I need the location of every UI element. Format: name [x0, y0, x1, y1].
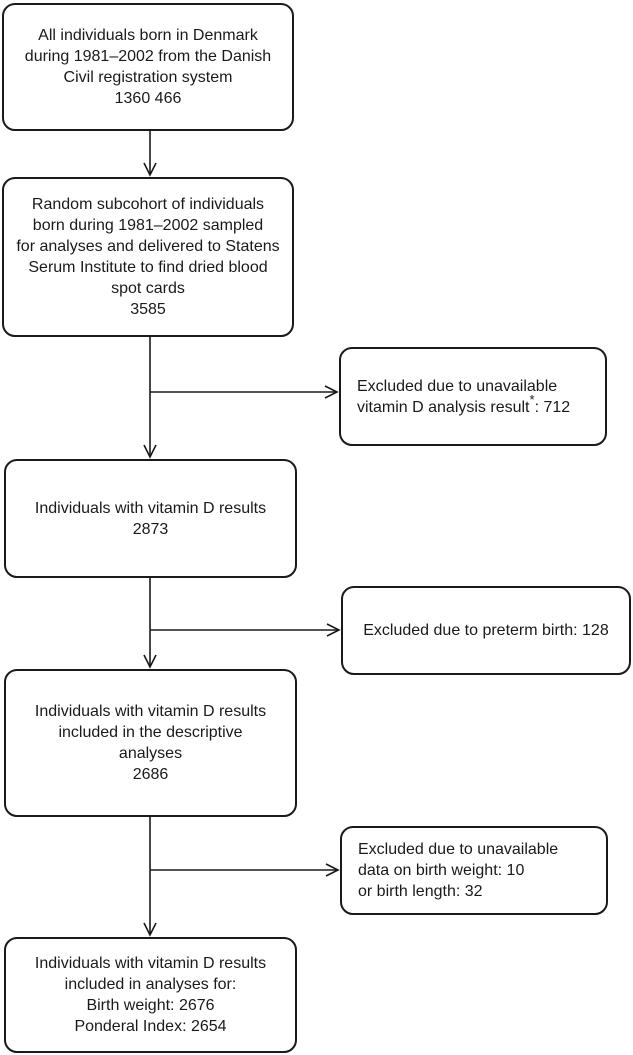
box-line: analyses: [118, 745, 183, 762]
box-line: included in analyses for:: [64, 976, 237, 993]
box-line: for analyses and delivered to Statens: [16, 238, 280, 255]
box-line: during 1981–2002 from the Danish: [24, 48, 272, 65]
footnote-asterisk: *: [529, 392, 535, 408]
box-line: or birth length: 32: [358, 883, 483, 900]
box-line-text: vitamin D analysis result: [357, 398, 530, 416]
box-line: All individuals born in Denmark: [38, 27, 258, 44]
box-line: Ponderal Index: 2654: [74, 1018, 227, 1035]
box-line: Excluded due to unavailable: [358, 841, 559, 858]
box-line: Serum Institute to find dried blood: [28, 259, 268, 276]
box-excluded-birth-data: Excluded due to unavailable data on birt…: [340, 826, 608, 915]
box-line: Individuals with vitamin D results: [34, 499, 267, 517]
box-line: Civil registration system: [63, 69, 233, 86]
box-line: included in the descriptive: [58, 724, 243, 741]
box-line: Birth weight: 2676: [86, 997, 215, 1014]
box-descriptive: Individuals with vitamin D results inclu…: [4, 669, 297, 817]
box-count: : 712: [534, 398, 571, 416]
box-line: Random subcohort of individuals: [31, 196, 265, 213]
box-count: 2873: [132, 520, 169, 538]
box-excluded-preterm: Excluded due to preterm birth: 128: [341, 586, 631, 675]
box-line: vitamin D analysis result*: 712: [357, 393, 571, 418]
box-final-analyses: Individuals with vitamin D results inclu…: [4, 937, 297, 1053]
box-line: Excluded due to preterm birth: 128: [363, 622, 609, 639]
box-with-vitamin-d: Individuals with vitamin D results 2873: [4, 459, 297, 578]
box-count: 1360 466: [114, 90, 182, 107]
box-line: data on birth weight: 10: [358, 862, 525, 879]
box-all-born: All individuals born in Denmark during 1…: [2, 3, 294, 131]
box-random-subcohort: Random subcohort of individuals born dur…: [2, 177, 294, 337]
box-line: Individuals with vitamin D results: [34, 703, 267, 720]
box-line: Excluded due to unavailable: [357, 377, 558, 395]
box-line: born during 1981–2002 sampled: [32, 217, 264, 234]
box-line: Individuals with vitamin D results: [34, 955, 267, 972]
box-excluded-vitamin-d: Excluded due to unavailable vitamin D an…: [339, 347, 607, 446]
box-count: 3585: [130, 301, 166, 318]
box-line: spot cards: [111, 280, 185, 297]
box-count: 2686: [132, 766, 169, 783]
